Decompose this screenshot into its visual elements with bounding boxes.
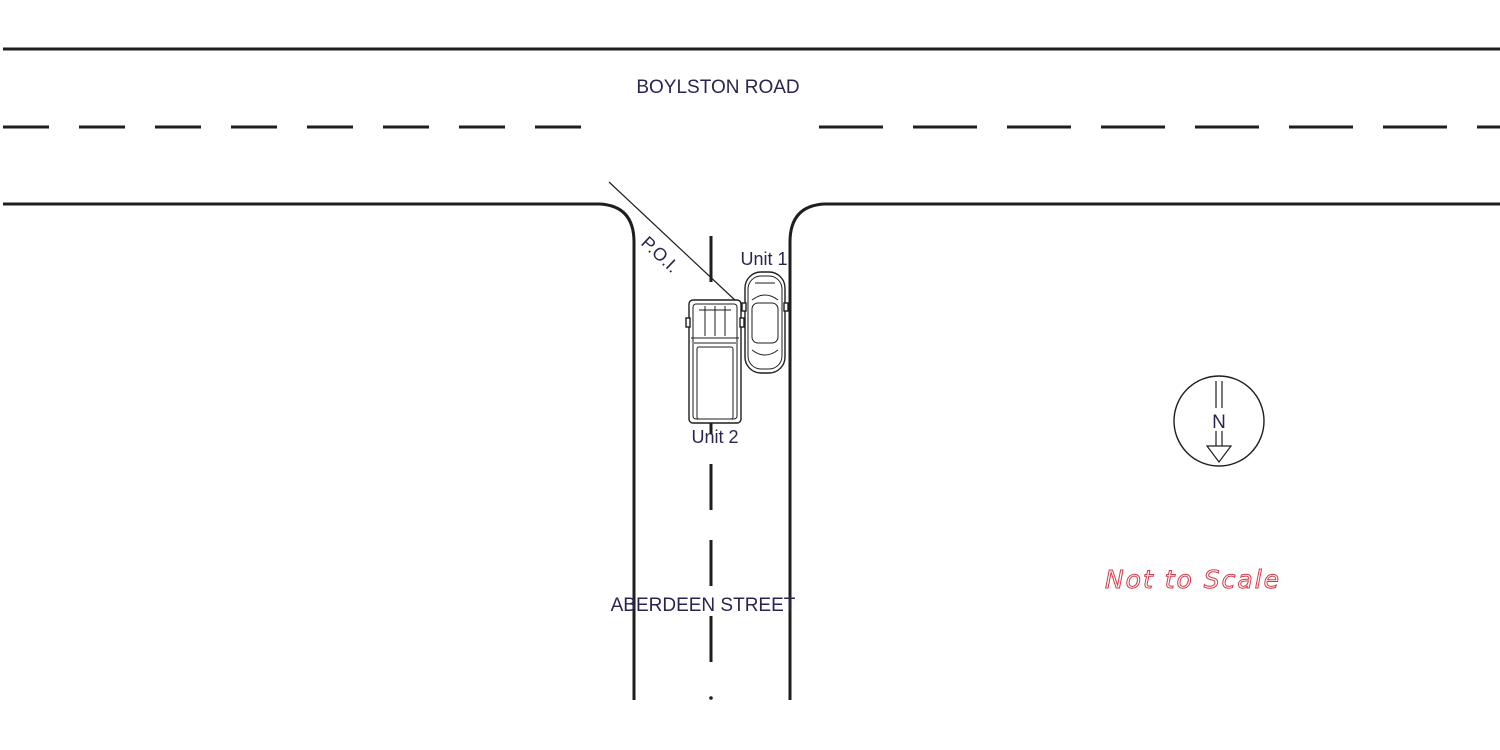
unit-2-vehicle bbox=[685, 299, 745, 424]
poi-leader-line bbox=[608, 181, 738, 303]
poi-label: P.O.I. bbox=[637, 232, 683, 276]
north-arrow-icon bbox=[1173, 375, 1265, 467]
unit-1-label: Unit 1 bbox=[740, 249, 787, 269]
aberdeen-street bbox=[709, 236, 713, 700]
scale-note: Not to Scale bbox=[1105, 565, 1281, 594]
aberdeen-street-center-dot bbox=[709, 696, 713, 700]
boylston-road-south-edge-west bbox=[3, 202, 636, 700]
boylston-road-south-edge-east bbox=[788, 202, 1500, 700]
north-arrow-letter: N bbox=[1212, 412, 1226, 433]
boylston-road-label: BOYLSTON ROAD bbox=[636, 77, 799, 98]
unit-2-label: Unit 2 bbox=[691, 427, 738, 447]
unit-1-vehicle bbox=[741, 271, 789, 374]
boylston-road bbox=[3, 47, 1500, 700]
aberdeen-street-label: ABERDEEN STREET bbox=[611, 595, 796, 616]
point-of-impact: P.O.I. bbox=[608, 181, 738, 303]
